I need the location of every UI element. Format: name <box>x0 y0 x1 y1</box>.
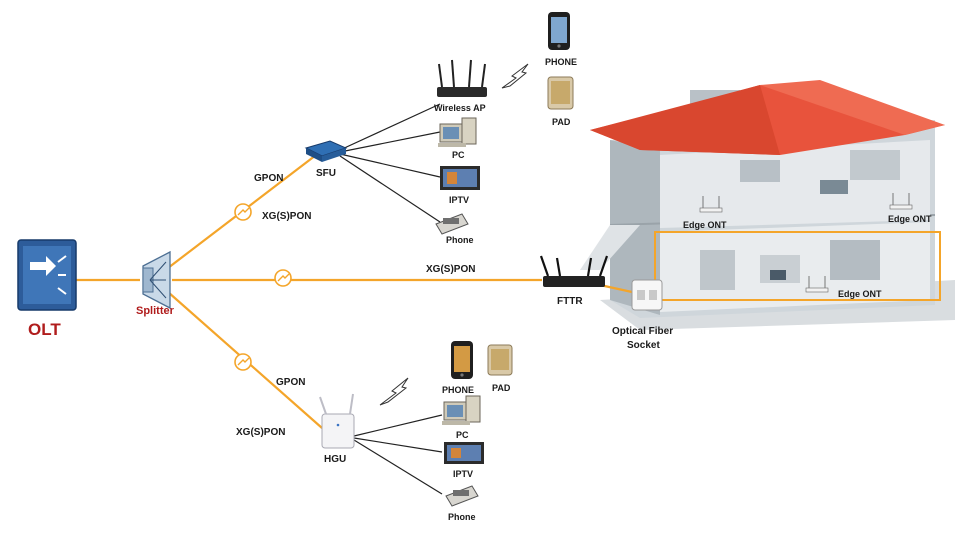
desk-phone-icon <box>435 213 469 235</box>
sfu-iptv-label: IPTV <box>449 195 469 205</box>
pc-icon <box>442 395 481 425</box>
gpon-bottom-label: GPON <box>276 377 305 388</box>
optical-fiber-socket-label-line1: Optical Fiber <box>612 326 673 337</box>
edge-ont-device-icon <box>889 193 913 210</box>
splitter-icon <box>142 250 171 310</box>
hgu-label: HGU <box>324 454 346 465</box>
olt-device-icon <box>17 239 77 311</box>
tv-icon <box>440 166 480 190</box>
fttr-label: FTTR <box>557 296 583 307</box>
tablet-icon <box>487 344 513 376</box>
optical-fiber-socket-label-line2: Socket <box>627 340 660 351</box>
fttr-router-icon <box>539 255 609 287</box>
fiber-connector-icon <box>234 353 252 371</box>
hgu-pc-label: PC <box>456 430 469 440</box>
splitter-label: Splitter <box>136 305 175 317</box>
sfu-label: SFU <box>316 168 336 179</box>
hgu-router-icon <box>319 393 355 449</box>
edge-ont-label-3: Edge ONT <box>838 289 882 299</box>
tablet-icon <box>547 76 574 110</box>
sfu-phone-mobile-label: PHONE <box>545 57 577 67</box>
hgu-phone-label: Phone <box>448 512 476 522</box>
edge-ont-device-icon <box>699 196 723 213</box>
fiber-connector-icon <box>274 269 292 287</box>
wifi-signal-icon <box>501 63 529 89</box>
xgspon-bottom-label: XG(S)PON <box>236 427 285 438</box>
smartphone-icon <box>548 12 570 50</box>
olt-label: OLT <box>28 320 61 339</box>
edge-ont-device-icon <box>805 276 829 293</box>
wall-socket-icon <box>631 279 663 311</box>
pc-icon <box>438 117 477 147</box>
edge-ont-label-1: Edge ONT <box>683 220 727 230</box>
tv-icon <box>444 442 484 464</box>
house-icon <box>580 80 955 330</box>
edge-ont-label-2: Edge ONT <box>888 214 932 224</box>
sfu-phone-label: Phone <box>446 235 474 245</box>
sfu-cables <box>339 103 441 223</box>
xgspon-top-label: XG(S)PON <box>262 211 311 222</box>
wireless-ap-icon <box>437 59 487 97</box>
wireless-ap-label: Wireless AP <box>434 103 486 113</box>
hgu-iptv-label: IPTV <box>453 469 473 479</box>
hgu-phone-mobile-label: PHONE <box>442 385 474 395</box>
hgu-pad-label: PAD <box>492 383 511 393</box>
hgu-cables <box>353 414 443 495</box>
smartphone-icon <box>451 341 473 379</box>
desk-phone-icon <box>445 485 479 507</box>
sfu-pad-label: PAD <box>552 117 571 127</box>
fiber-connector-icon <box>234 203 252 221</box>
sfu-pc-label: PC <box>452 150 465 160</box>
gpon-top-label: GPON <box>254 173 283 184</box>
xgspon-middle-label: XG(S)PON <box>426 264 475 275</box>
wifi-signal-icon <box>379 377 409 406</box>
sfu-device-icon <box>304 140 348 162</box>
